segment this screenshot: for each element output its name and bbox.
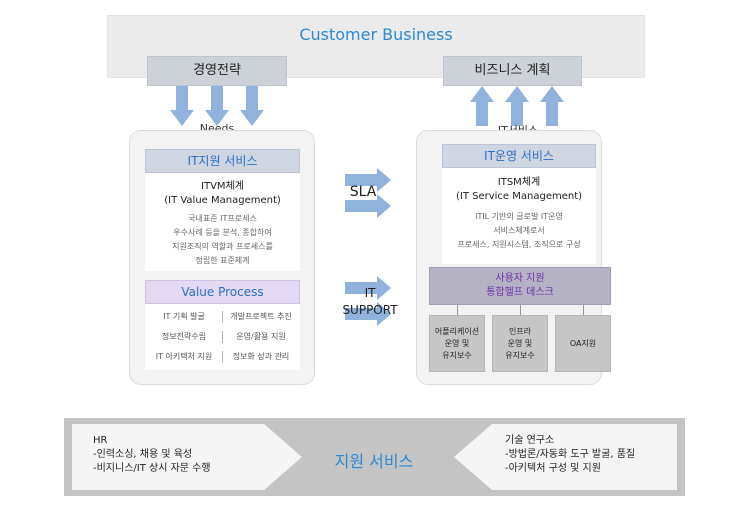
box-line: 운영 및	[507, 338, 533, 348]
itsm-desc-line: 프로세스, 지원시스템, 조직으로 구성	[457, 240, 581, 249]
cell-divider	[222, 311, 223, 323]
customer-business-title: Customer Business	[299, 25, 453, 44]
value-process-cell: IT 기획 발굴	[163, 312, 205, 321]
right-arrow-4	[345, 302, 391, 326]
hr-chevron	[72, 424, 302, 490]
right-arrow-2	[345, 194, 391, 218]
itsm-description-box: ITSM체계 (IT Service Management) ITIL 기반의 …	[442, 168, 596, 264]
itvm-desc-line: 정립한 표준체계	[195, 256, 250, 265]
up-arrow-2	[505, 86, 529, 126]
it-support-label-line: IT	[364, 286, 376, 300]
itvm-desc-line: 국내표준 IT프로세스	[188, 214, 257, 223]
user-support-line: 사용자 지원	[495, 273, 545, 284]
itvm-name: ITVM체계	[201, 181, 244, 192]
value-process-header: Value Process	[145, 280, 300, 304]
tech-chevron	[454, 424, 677, 490]
sla-label: SLA	[349, 184, 377, 200]
business-plan-box: 비즈니스 계획	[443, 56, 582, 86]
needs-arrows	[170, 86, 264, 126]
hr-text-block: HR -인력소싱, 채용 및 육성 -비지니스/IT 상시 자문 수행	[93, 434, 211, 476]
up-arrow-3	[540, 86, 564, 126]
connector-line	[457, 305, 458, 315]
itsm-desc-line: 서비스체계로서	[493, 226, 545, 235]
box-line: 유지보수	[442, 350, 472, 360]
box-line: 어플리케이션	[434, 326, 480, 336]
it-service-arrows	[470, 86, 564, 126]
connector-line	[520, 305, 521, 315]
tech-line: 기술 연구소	[505, 435, 555, 446]
itvm-name-en: (IT Value Management)	[164, 195, 281, 206]
it-support-label-line: SUPPORT	[342, 303, 398, 317]
cell-divider	[222, 351, 223, 363]
itsm-desc-line: ITIL 기반의 글로벌 IT운영	[475, 212, 563, 221]
value-process-cell: 정보화 성과 관리	[232, 352, 290, 361]
cell-divider	[222, 331, 223, 343]
connector-line	[583, 305, 584, 315]
down-arrow-1	[170, 86, 194, 126]
box-line: 운영 및	[444, 338, 470, 348]
hr-line: HR	[93, 435, 108, 446]
strategy-box: 경영전략	[147, 56, 287, 86]
value-process-table: IT 기획 발굴 개발프로젝트 추진 정보전략수립 운영/활용 지원 IT 아키…	[145, 304, 300, 370]
user-support-line: 통합헬프 데스크	[486, 287, 554, 298]
box-line: OA지원	[569, 338, 597, 348]
it-support-label: IT SUPPORT	[330, 285, 410, 319]
right-arrow-1	[345, 168, 391, 192]
tech-line: -아키텍처 구성 및 지원	[505, 463, 601, 474]
tech-lab-text-block: 기술 연구소 -방법론/자동화 도구 발굴, 품질 -아키텍처 구성 및 지원	[505, 434, 635, 476]
itsm-name: ITSM체계	[497, 177, 541, 188]
box-line: 유지보수	[505, 350, 535, 360]
value-process-cell: 정보전략수립	[161, 332, 207, 341]
down-arrow-3	[240, 86, 264, 126]
infrastructure-maintenance-box: 인프라 운영 및 유지보수	[492, 315, 548, 372]
it-operation-service-header: IT운영 서비스	[442, 144, 596, 168]
itvm-desc-line: 지원조직의 역할과 프로세스를	[172, 242, 273, 251]
application-maintenance-box: 어플리케이션 운영 및 유지보수	[429, 315, 485, 372]
itvm-desc-line: 우수사례 등을 분석, 종합하여	[173, 228, 272, 237]
itsm-name-en: (IT Service Management)	[455, 191, 583, 202]
user-support-helpdesk: 사용자 지원 통합헬프 데스크	[429, 267, 611, 305]
oa-support-box: OA지원	[555, 315, 611, 372]
value-process-cell: 운영/활용 지원	[236, 332, 286, 341]
up-arrow-1	[470, 86, 494, 126]
itvm-description-box: ITVM체계 (IT Value Management) 국내표준 IT프로세스…	[145, 173, 300, 271]
tech-line: -방법론/자동화 도구 발굴, 품질	[505, 449, 636, 460]
down-arrow-2	[205, 86, 229, 126]
value-process-cell: IT 아키텍처 지원	[155, 352, 213, 361]
hr-line: -비지니스/IT 상시 자문 수행	[93, 463, 211, 474]
value-process-cell: 개발프로젝트 추진	[230, 312, 292, 321]
box-line: 인프라	[508, 326, 532, 336]
it-support-service-header: IT지원 서비스	[145, 149, 300, 173]
hr-line: -인력소싱, 채용 및 육성	[93, 449, 193, 460]
right-arrow-3	[345, 276, 391, 300]
it-support-arrows	[345, 276, 391, 326]
support-services-title: 지원 서비스	[334, 452, 414, 471]
sla-arrows	[345, 168, 391, 218]
support-chevrons	[72, 424, 677, 490]
